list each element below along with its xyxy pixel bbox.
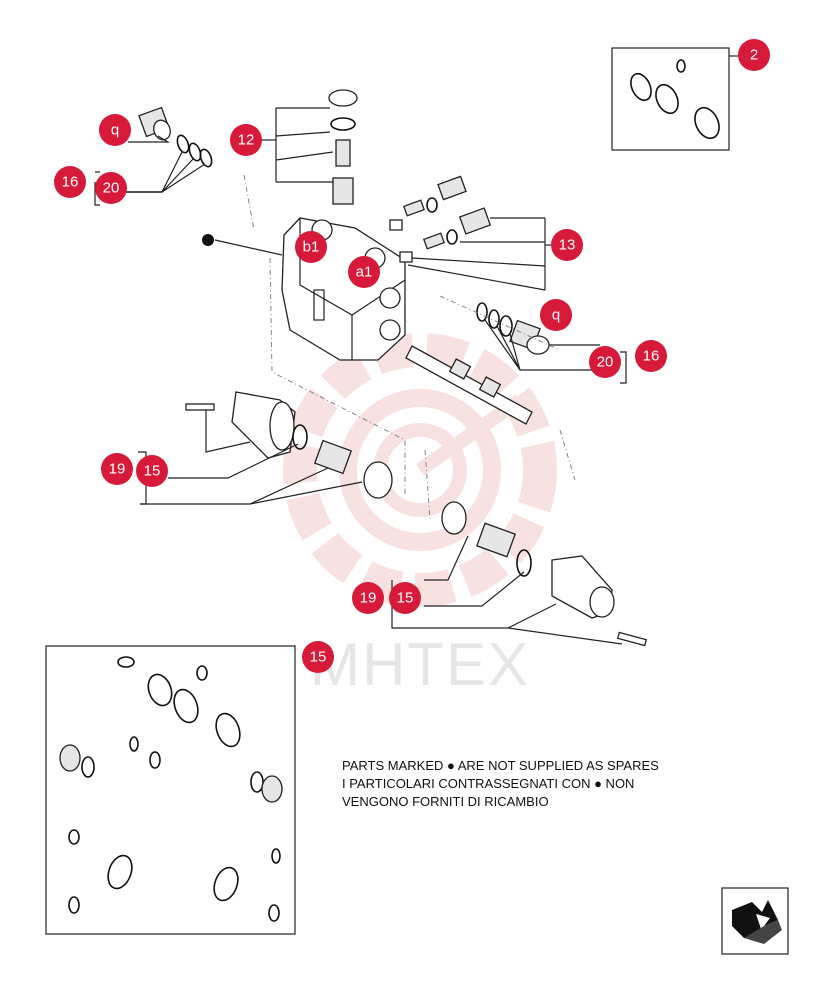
callout-2[interactable]: 2	[738, 39, 770, 71]
callout-15-left-label: 15	[144, 463, 161, 480]
callout-20-left[interactable]: 20	[95, 172, 127, 204]
callout-19-right-label: 19	[360, 590, 377, 607]
not-supplied-dot-marker	[202, 234, 214, 246]
note-line-2: I PARTICOLARI CONTRASSEGNATI CON ● NON	[342, 776, 634, 791]
callout-q-left-label: q	[111, 122, 119, 139]
plug-q-right	[476, 302, 550, 355]
callout-q-right[interactable]: q	[540, 299, 572, 331]
callout-b1-label: b1	[303, 239, 320, 256]
callout-16-right[interactable]: 16	[635, 340, 667, 372]
callout-16-left-label: 16	[62, 174, 79, 191]
callout-15-right[interactable]: 15	[389, 582, 421, 614]
relief-valve-stack-12	[328, 89, 358, 205]
callout-15-left[interactable]: 15	[136, 455, 168, 487]
callout-20-right[interactable]: 20	[589, 346, 621, 378]
callout-16-right-label: 16	[643, 348, 660, 365]
callout-19-left[interactable]: 19	[101, 453, 133, 485]
callout-12-label: 12	[238, 132, 255, 149]
callout-19-right[interactable]: 19	[352, 582, 384, 614]
callout-b1[interactable]: b1	[295, 231, 327, 263]
plug-q-left	[138, 106, 213, 168]
callout-19-left-label: 19	[109, 461, 126, 478]
end-cap-right	[441, 501, 648, 647]
kit-2-rings	[630, 59, 720, 140]
next-page-arrow-icon[interactable]	[721, 887, 789, 955]
callout-15-kit[interactable]: 15	[302, 641, 334, 673]
callout-16-left[interactable]: 16	[54, 166, 86, 198]
callout-a1[interactable]: a1	[348, 256, 380, 288]
note-line-1: PARTS MARKED ● ARE NOT SUPPLIED AS SPARE…	[342, 758, 659, 773]
watermark-text: MHTEX	[310, 631, 530, 698]
callout-q-right-label: q	[552, 307, 560, 324]
callout-12[interactable]: 12	[230, 124, 262, 156]
seal-kit-15-rings	[59, 656, 283, 922]
callout-13-label: 13	[559, 237, 576, 254]
callout-20-right-label: 20	[597, 354, 614, 371]
spool	[405, 345, 533, 425]
callout-q-left[interactable]: q	[99, 114, 131, 146]
check-valve-parts-13	[389, 175, 492, 263]
callout-2-label: 2	[750, 47, 758, 64]
note-line-3: VENGONO FORNITI DI RICAMBIO	[342, 794, 549, 809]
seal-kit-box-15	[45, 645, 296, 935]
spares-note: PARTS MARKED ● ARE NOT SUPPLIED AS SPARE…	[342, 758, 659, 809]
callout-15-kit-label: 15	[310, 649, 327, 666]
end-cap-left	[185, 391, 393, 499]
callout-13[interactable]: 13	[551, 229, 583, 261]
callout-20-left-label: 20	[103, 180, 120, 197]
kit-box-2	[611, 47, 730, 151]
callout-15-right-label: 15	[397, 590, 414, 607]
callout-a1-label: a1	[356, 264, 373, 281]
